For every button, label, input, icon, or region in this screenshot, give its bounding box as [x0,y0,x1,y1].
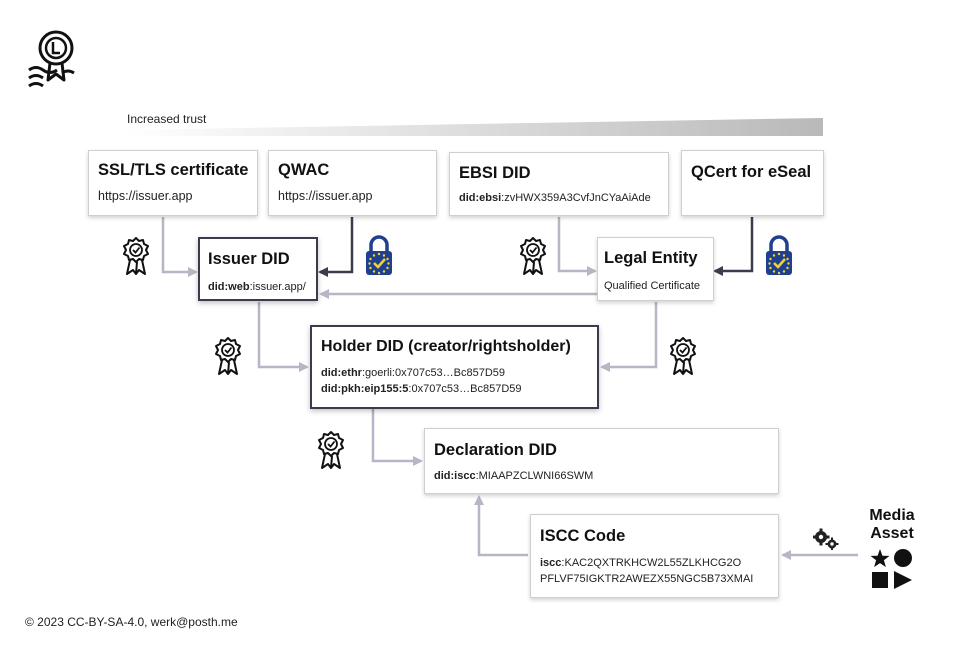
ssl-tls-title: SSL/TLS certificate [98,161,249,179]
arrow-legal-to-holder [600,302,658,372]
holder-did-ethr: did:ethr:goerli:0x707c53…Bc857D59 [321,367,506,379]
certificate-seal-logo-icon [28,30,75,88]
arrow-iscc-to-declaration [474,495,528,557]
issuer-did-box: Issuer DID did:web:issuer.app/ [198,237,318,301]
iscc-code-title: ISCC Code [540,527,626,545]
increased-trust-label: Increased trust [127,112,207,126]
qcert-eseal-box: QCert for eSeal [681,150,824,216]
qwac-url: https://issuer.app [278,189,373,203]
award-badge-icon [318,431,344,469]
qwac-box: QWAC https://issuer.app [268,150,437,216]
holder-did-box: Holder DID (creator/rightsholder) did:et… [310,325,599,409]
arrow-ebsi-to-legal [557,217,597,276]
award-badge-icon [670,337,696,375]
eu-lock-icon [766,235,792,275]
trust-gradient-bar [127,118,823,136]
arrow-issuer-to-holder [257,302,309,372]
ebsi-did-box: EBSI DID did:ebsi:zvHWX359A3CvfJnCYaAiAd… [449,152,669,216]
holder-did-pkh: did:pkh:eip155:5:0x707c53…Bc857D59 [321,383,522,395]
iscc-code-line2: PFLVF75IGKTR2AWEZX55NGC5B73XMAI [540,573,754,585]
declaration-did-box: Declaration DID did:iscc:MIAAPZCLWNI66SW… [424,428,779,494]
legal-entity-sub: Qualified Certificate [604,280,700,292]
legal-entity-box: Legal Entity Qualified Certificate [597,237,714,301]
ebsi-did-title: EBSI DID [459,164,531,182]
holder-did-title: Holder DID (creator/rightsholder) [321,338,571,355]
arrow-qcert-to-legal [713,217,754,276]
arrow-qwac-to-issuer [318,217,354,277]
declaration-did-value: did:iscc:MIAAPZCLWNI66SWM [434,470,594,482]
qcert-eseal-title: QCert for eSeal [691,163,812,181]
iscc-code-line1: iscc:KAC2QXTRKHCW2L55ZLKHCG2O [540,557,742,569]
award-badge-icon [123,237,149,275]
gears-icon [813,528,839,550]
arrow-holder-to-declaration [371,409,423,466]
copyright-footer: © 2023 CC-BY-SA-4.0, werk@posth.me [25,615,238,629]
issuer-did-title: Issuer DID [208,250,290,268]
ebsi-did-value: did:ebsi:zvHWX359A3CvfJnCYaAiAde [459,192,651,204]
award-badge-icon [215,337,241,375]
ssl-tls-url: https://issuer.app [98,189,193,203]
iscc-code-box: ISCC Code iscc:KAC2QXTRKHCW2L55ZLKHCG2O … [530,514,779,598]
qwac-title: QWAC [278,161,330,179]
award-badge-icon [520,237,546,275]
media-asset-label: Media Asset [869,507,915,542]
ssl-tls-certificate-box: SSL/TLS certificate https://issuer.app [88,150,258,216]
shapes-icon [870,549,912,589]
eu-lock-icon [366,235,392,275]
legal-entity-title: Legal Entity [604,249,698,267]
arrow-ssl-to-issuer [161,217,198,277]
issuer-did-value: did:web:issuer.app/ [208,281,306,293]
declaration-did-title: Declaration DID [434,441,557,459]
